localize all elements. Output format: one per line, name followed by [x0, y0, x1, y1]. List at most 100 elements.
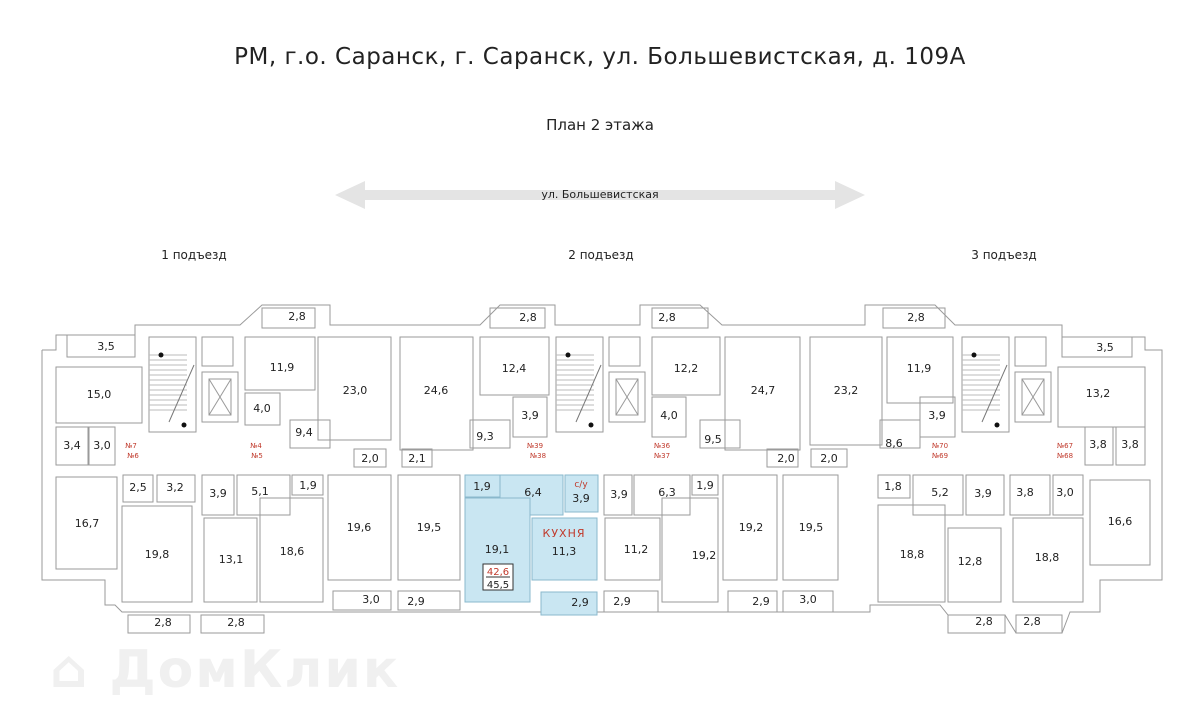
room [877, 504, 946, 603]
room-area-label: 2,8 [519, 311, 537, 324]
room [919, 396, 956, 438]
apartment-room [564, 474, 599, 513]
apartment-room [531, 517, 598, 581]
room-area-label: 15,0 [87, 388, 112, 401]
apartment-number: №37 [654, 452, 670, 460]
apartment-room-area: 6,4 [524, 486, 542, 499]
room [201, 474, 235, 516]
apartment-number: №6 [127, 452, 139, 460]
room-area-label: 1,8 [884, 480, 902, 493]
room [401, 448, 433, 468]
room [55, 476, 118, 570]
room-area-label: 3,0 [93, 439, 111, 452]
room [200, 614, 265, 634]
room-area-label: 2,0 [820, 452, 838, 465]
room-area-label: 19,5 [799, 521, 824, 534]
street-label: ул. Большевистская [541, 188, 658, 201]
room [1009, 474, 1051, 516]
room-area-label: 16,7 [75, 517, 100, 530]
room-area-label: 5,1 [251, 485, 269, 498]
room-area-label: 11,9 [907, 362, 932, 375]
room-area-label: 13,2 [1086, 387, 1111, 400]
room [965, 474, 1005, 516]
room-area-label: 4,0 [253, 402, 271, 415]
room [289, 419, 331, 449]
room [722, 474, 778, 581]
room [661, 497, 719, 603]
page-title: РМ, г.о. Саранск, г. Саранск, ул. Больше… [234, 44, 966, 70]
room-area-label: 16,6 [1108, 515, 1133, 528]
room [782, 590, 834, 613]
room [121, 505, 193, 603]
room [691, 474, 719, 496]
apartment-number: №70 [932, 442, 948, 450]
room-area-label: 11,2 [624, 543, 649, 556]
room-area-label: 2,8 [227, 616, 245, 629]
floor-subtitle: План 2 этажа [546, 116, 654, 134]
room-area-label: 18,6 [280, 545, 305, 558]
room-area-label: 1,9 [299, 479, 317, 492]
room-area-label: 1,9 [696, 479, 714, 492]
room-area-label: 6,3 [658, 486, 676, 499]
room [651, 396, 687, 438]
room [327, 474, 392, 581]
room [317, 336, 392, 441]
apartment-number: №36 [654, 442, 671, 450]
entrance-1-label: 1 подъезд [161, 248, 227, 262]
room [66, 334, 136, 358]
room-area-label: 9,4 [295, 426, 313, 439]
room-area-label: 2,8 [975, 615, 993, 628]
apartment-room-area: 3,9 [572, 492, 590, 505]
room-area-label: 19,8 [145, 548, 170, 561]
apartment-room [540, 591, 598, 616]
apartment-number: №68 [1057, 452, 1073, 460]
room-area-label: 9,3 [476, 430, 494, 443]
living-area: 42,6 [487, 567, 509, 578]
room [947, 614, 1006, 634]
room [877, 474, 911, 499]
room [512, 396, 548, 438]
entrance-2-label: 2 подъезд [568, 248, 634, 262]
room-area-label: 2,8 [658, 311, 676, 324]
room-area-label: 2,9 [407, 595, 425, 608]
room-area-label: 3,0 [362, 593, 380, 606]
room [810, 448, 848, 468]
room-area-label: 2,1 [408, 452, 426, 465]
room-area-label: 4,0 [660, 409, 678, 422]
total-area: 45,5 [487, 580, 509, 591]
apartment-number: №67 [1057, 442, 1073, 450]
room [332, 590, 392, 611]
room [879, 419, 921, 449]
room-area-label: 13,1 [219, 553, 244, 566]
room-area-label: 11,9 [270, 361, 295, 374]
room-area-label: 9,5 [704, 433, 722, 446]
room-area-label: 3,0 [1056, 486, 1074, 499]
room [479, 336, 550, 396]
room-area-label: 3,9 [974, 487, 992, 500]
room [353, 448, 387, 468]
room-area-label: 18,8 [1035, 551, 1060, 564]
room-area-label: 2,8 [1023, 615, 1041, 628]
room-area-label: 3,5 [1096, 341, 1114, 354]
room [88, 426, 116, 466]
kitchen-label: КУХНЯ [543, 527, 586, 540]
room-area-label: 2,0 [777, 452, 795, 465]
room-area-label: 12,4 [502, 362, 527, 375]
room-area-label: 2,5 [129, 481, 147, 494]
domclick-watermark: ⌂ ДомКлик [50, 644, 400, 696]
outer-wall [41, 304, 1163, 634]
apartment-room-area: 11,3 [552, 545, 577, 558]
room [244, 336, 316, 391]
room [122, 474, 154, 503]
watermark-text: ДомКлик [109, 640, 401, 700]
room [397, 474, 461, 581]
room-area-label: 23,0 [343, 384, 368, 397]
street-arrow: ул. Большевистская [335, 181, 865, 209]
apartment-number: №7 [125, 442, 137, 450]
apartment-number: №4 [250, 442, 262, 450]
apartment-room-area: 1,9 [473, 480, 491, 493]
house-logo-icon: ⌂ [50, 640, 90, 700]
room [1089, 479, 1151, 566]
room [244, 392, 281, 426]
